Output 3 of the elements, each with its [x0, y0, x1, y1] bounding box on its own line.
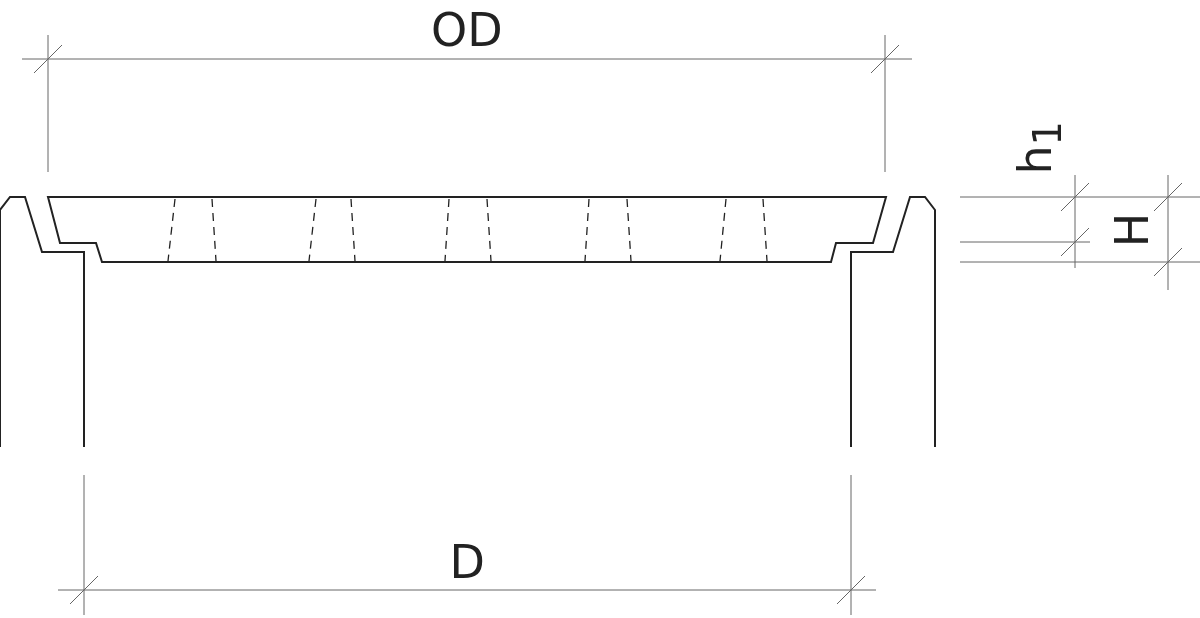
dimension-label: OD — [431, 7, 503, 53]
dimension-label: D — [449, 539, 485, 585]
dimension-label: H — [1108, 212, 1155, 248]
